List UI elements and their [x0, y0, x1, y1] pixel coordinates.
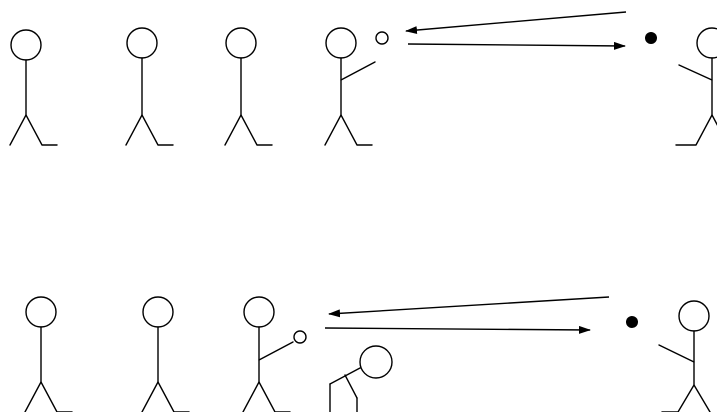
stick-figure-standing [25, 297, 72, 412]
stick-figure-throwing [243, 297, 293, 412]
stick-figure-standing [142, 297, 189, 412]
stick-figure-throwing [325, 28, 375, 145]
stick-figure-standing [126, 28, 173, 145]
arrow-left [329, 297, 609, 314]
ball-open-icon [294, 331, 306, 343]
ball-filled-icon [645, 32, 657, 44]
arrow-left [406, 12, 626, 31]
stick-figure-crouching [330, 346, 392, 412]
scene-top [10, 12, 717, 145]
stick-figure-catching [676, 28, 717, 145]
ball-filled-icon [626, 316, 638, 328]
ball-open-icon [376, 32, 388, 44]
scene-bottom [25, 297, 710, 412]
stick-figure-catching [659, 301, 710, 412]
stick-figure-standing [10, 30, 57, 145]
stick-figure-standing [225, 28, 272, 145]
arrow-right [325, 328, 590, 330]
arrow-right [408, 44, 625, 46]
